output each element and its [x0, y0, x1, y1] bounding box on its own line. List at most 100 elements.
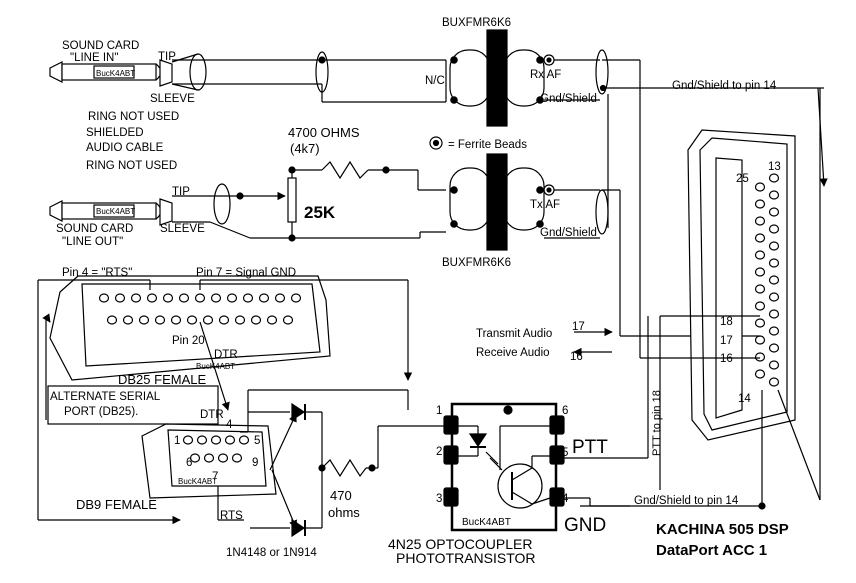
label-opto-6: 6	[562, 405, 568, 417]
kachina-dataport-connector	[687, 129, 796, 441]
db37-pin	[754, 233, 766, 243]
label-buck-opto: BucK4ABT	[462, 517, 511, 528]
db37-pin	[768, 275, 780, 285]
label-db9-6: 6	[186, 457, 192, 469]
db25-pin	[234, 315, 246, 325]
label-buck-plug-top: BucK4ABT	[96, 69, 135, 78]
label-db9-1: 1	[174, 435, 180, 447]
db25-pin	[106, 315, 118, 325]
db25-pin	[210, 293, 222, 303]
label-ring-not-used-2: RING NOT USED	[86, 160, 177, 172]
transformer-bottom	[449, 153, 545, 251]
db25-pin	[122, 315, 134, 325]
db25-pin	[154, 315, 166, 325]
label-sleeve-bottom: SLEEVE	[160, 223, 205, 235]
label-opto-2: 2	[436, 446, 442, 458]
label-4k7: (4k7)	[290, 141, 320, 156]
db25-pin	[114, 293, 126, 303]
db37-pin	[754, 352, 766, 362]
db9-pin	[196, 435, 208, 445]
label-gnd: GND	[564, 515, 606, 536]
label-sleeve-top: SLEEVE	[150, 93, 195, 105]
label-tx-af: Tx AF	[530, 199, 560, 211]
label-gnd-shield-1: Gnd/Shield	[540, 93, 597, 105]
db37-pin	[754, 216, 766, 226]
db37-pin	[768, 377, 780, 387]
label-pin13: 13	[768, 161, 781, 173]
label-db9-4: 4	[226, 419, 233, 431]
label-transmit-audio-num: 17	[572, 321, 585, 333]
label-nc: N/C	[425, 75, 445, 87]
db25-pin	[178, 293, 190, 303]
label-transmit-audio: Transmit Audio	[476, 328, 552, 340]
db25-pin	[130, 293, 142, 303]
db25-pin	[250, 315, 262, 325]
db37-pin	[768, 343, 780, 353]
label-sound-out-1: SOUND CARD	[56, 223, 133, 235]
db9-pins	[182, 435, 250, 463]
db9-pin	[182, 435, 194, 445]
db37-pin	[768, 224, 780, 234]
db37-pin	[768, 241, 780, 251]
db25-pin	[242, 293, 254, 303]
db37-pin	[754, 199, 766, 209]
label-pin20: Pin 20	[172, 335, 205, 347]
db25-pin	[258, 293, 270, 303]
db25-pin	[186, 315, 198, 325]
label-4700-ohms: 4700 OHMS	[288, 125, 360, 140]
label-kachina-2: DataPort ACC 1	[656, 542, 767, 559]
label-sound-in-2: "LINE IN"	[70, 52, 118, 64]
db37-pin	[754, 182, 766, 192]
db37-pin	[768, 258, 780, 268]
label-alt-serial-2: PORT (DB25).	[64, 406, 138, 418]
db9-pin	[238, 435, 250, 445]
db37-pin	[754, 267, 766, 277]
label-xfmr-top: BUXFMR6K6	[442, 17, 511, 29]
label-buck-db9: BucK4ABT	[178, 477, 217, 486]
db25-pin	[146, 293, 158, 303]
label-db9-7: 7	[212, 471, 218, 483]
db37-pin	[768, 190, 780, 200]
label-dtr-db9: DTR	[200, 409, 224, 421]
db25-pin	[290, 293, 302, 303]
db37-pin	[768, 173, 780, 183]
label-kachina-1: KACHINA 505 DSP	[656, 521, 789, 538]
label-dtr-db25: DTR	[214, 349, 238, 361]
db25-pin	[138, 315, 150, 325]
db9-pin	[224, 435, 236, 445]
line-in-plug	[49, 53, 207, 91]
optocoupler-4n25	[443, 402, 565, 532]
label-receive-audio: Receive Audio	[476, 347, 550, 359]
label-shielded-2: AUDIO CABLE	[86, 142, 164, 154]
label-buck-db25: BucK4ABT	[196, 362, 235, 371]
db9-pin	[217, 453, 229, 463]
db25-pin	[218, 315, 230, 325]
label-pin7-gnd: Pin 7 = Signal GND	[196, 267, 296, 279]
label-rx-af: Rx AF	[530, 69, 561, 81]
db9-pin	[231, 453, 243, 463]
label-opto-5: 5	[562, 447, 568, 459]
label-sound-out-2: "LINE OUT"	[62, 236, 123, 248]
label-rts: RTS	[220, 510, 243, 522]
db25-pin	[202, 315, 214, 325]
db25-connector	[49, 275, 331, 381]
label-db25-female: DB25 FEMALE	[118, 372, 206, 387]
label-opto-4: 4	[562, 493, 569, 505]
db37-pin	[768, 207, 780, 217]
db25-pin	[282, 315, 294, 325]
label-diodes: 1N4148 or 1N914	[226, 547, 317, 559]
label-ferrite: = Ferrite Beads	[448, 139, 527, 151]
db25-pin	[266, 315, 278, 325]
db25-pin	[98, 293, 110, 303]
label-pot-25k: 25K	[304, 203, 336, 222]
db25-pin	[226, 293, 238, 303]
line-out-plug	[49, 183, 231, 226]
label-buck-plug-bottom: BucK4ABT	[96, 207, 135, 216]
db25-pin	[194, 293, 206, 303]
transformer-top	[449, 29, 545, 127]
label-470: 470	[330, 488, 352, 503]
label-tip-bottom: TIP	[172, 186, 190, 198]
label-ptt-to-pin18: PTT to pin 18	[651, 390, 663, 456]
db37-pin	[754, 335, 766, 345]
